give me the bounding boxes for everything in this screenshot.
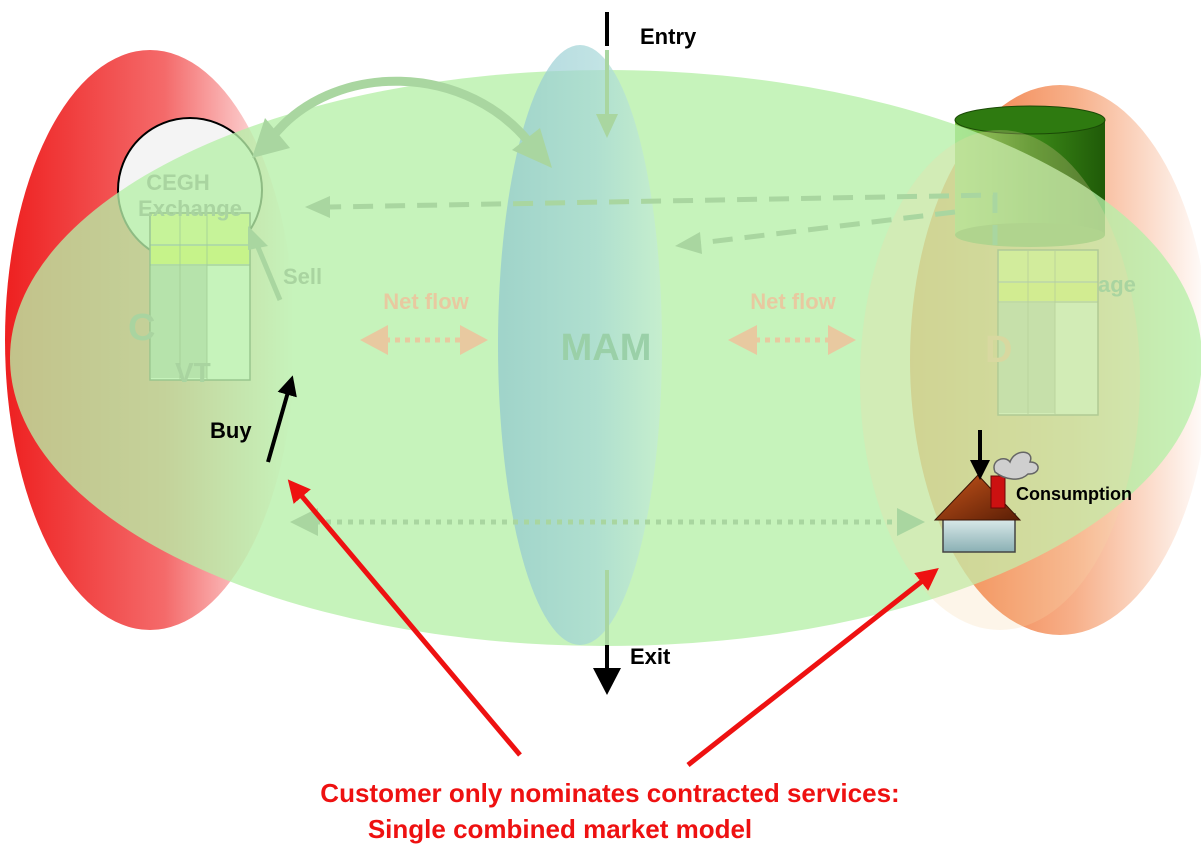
right-inner-zone	[860, 130, 1140, 630]
cegh-label-line2: Exchange	[138, 196, 242, 221]
buy-arrow	[266, 375, 297, 463]
right-zone-fragment: D	[985, 329, 1012, 371]
storage-dashed-arrow-1	[329, 192, 998, 245]
cegh-label-line1: CEGH	[146, 170, 210, 195]
net-flow-left-label: Net flow	[383, 289, 469, 314]
net-flow-right-label: Net flow	[750, 289, 836, 314]
sell-label: Sell	[283, 264, 322, 289]
mam-column	[498, 45, 662, 645]
net-flow-left-arrow	[360, 325, 488, 355]
customer-dotted-arrow	[290, 508, 925, 536]
smoke-icon	[993, 451, 1039, 480]
sell-arrow	[252, 239, 283, 301]
exit-label: Exit	[630, 644, 671, 669]
left-zone-fragment: C	[128, 307, 155, 349]
net-flow-right-arrow	[728, 325, 856, 355]
callout-arrow-left	[287, 479, 522, 757]
storage-fragment: age	[1098, 272, 1136, 297]
left-zone-fragment2: VT	[175, 357, 211, 388]
callout-arrow-right	[686, 568, 939, 767]
consumption-label: Consumption	[1016, 484, 1132, 504]
entry-label: Entry	[640, 24, 697, 49]
callout-line2: Single combined market model	[368, 814, 752, 844]
house-icon	[933, 474, 1022, 553]
buy-label: Buy	[210, 418, 252, 443]
mam-label: MAM	[561, 327, 652, 369]
callout-line1: Customer only nominates contracted servi…	[320, 778, 899, 808]
storage-dashed-arrow-2	[699, 209, 956, 246]
trade-curve-arrow	[266, 76, 539, 153]
